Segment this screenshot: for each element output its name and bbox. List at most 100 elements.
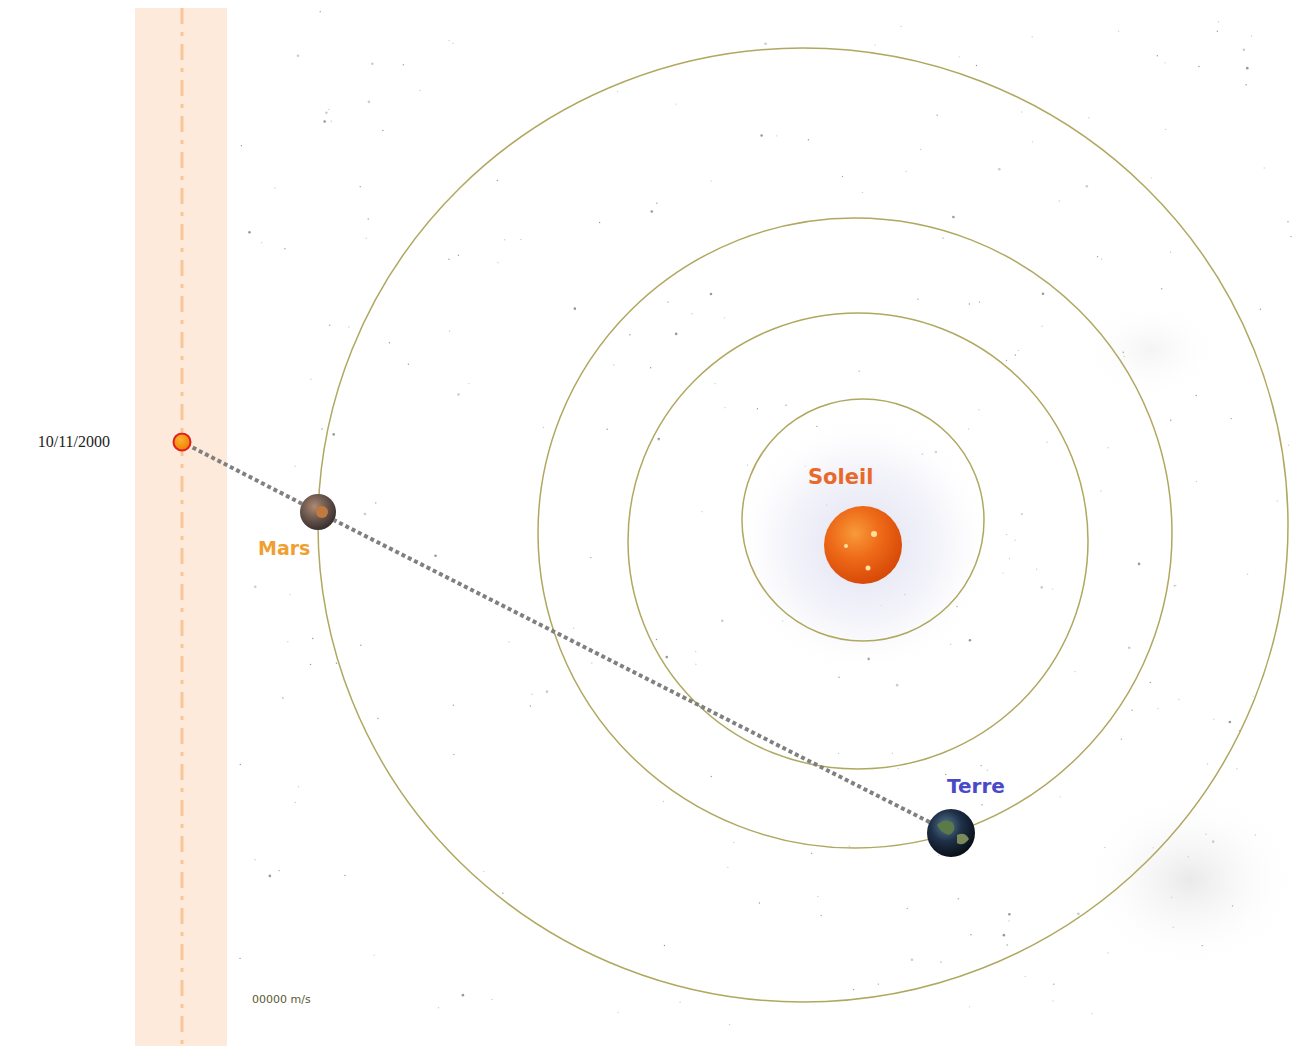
- star: [650, 210, 653, 213]
- star: [729, 1024, 730, 1025]
- star: [289, 594, 290, 595]
- star: [1107, 952, 1108, 953]
- star: [462, 994, 465, 997]
- star: [543, 427, 544, 428]
- star: [1052, 1000, 1053, 1001]
- mars-position-marker-disc: [174, 434, 191, 451]
- star: [1025, 976, 1026, 977]
- star: [348, 326, 349, 327]
- star: [969, 1006, 970, 1007]
- star: [531, 693, 532, 694]
- sun-disc: [824, 506, 902, 584]
- star: [1042, 292, 1045, 295]
- star: [675, 333, 678, 336]
- star: [1086, 185, 1089, 188]
- star: [468, 383, 469, 384]
- star: [665, 656, 668, 659]
- star: [1198, 66, 1199, 67]
- star: [1231, 418, 1232, 419]
- star: [858, 370, 859, 371]
- star: [656, 639, 657, 640]
- star: [1196, 481, 1197, 482]
- star: [1009, 558, 1010, 559]
- star: [808, 139, 809, 140]
- star: [1251, 35, 1252, 36]
- star: [959, 56, 960, 57]
- star: [760, 134, 763, 137]
- solar-spot: [844, 544, 848, 548]
- star: [1123, 352, 1124, 353]
- star: [759, 902, 760, 903]
- star: [664, 945, 665, 946]
- star: [297, 54, 300, 57]
- star: [312, 638, 313, 639]
- star: [320, 11, 321, 12]
- star: [1151, 177, 1152, 178]
- star: [325, 111, 328, 114]
- star: [497, 180, 498, 181]
- star: [979, 301, 980, 302]
- star: [663, 801, 664, 802]
- star: [1046, 441, 1047, 442]
- star: [287, 641, 288, 642]
- time-axis: [181, 8, 184, 1046]
- star: [1018, 350, 1019, 351]
- star: [389, 342, 390, 343]
- planet-earth-disc: [927, 809, 975, 857]
- star: [371, 62, 374, 65]
- star: [958, 898, 959, 899]
- star: [1161, 288, 1162, 289]
- star: [898, 768, 899, 769]
- star: [838, 677, 839, 678]
- star: [458, 255, 459, 256]
- star: [323, 120, 326, 123]
- star: [968, 428, 969, 429]
- star: [1174, 585, 1175, 586]
- star: [849, 846, 850, 847]
- star: [969, 639, 972, 642]
- star: [364, 513, 367, 516]
- mars-position-marker-shape: [172, 432, 192, 452]
- star: [711, 180, 712, 181]
- mars-position-marker: 10/11/2000: [172, 432, 192, 452]
- star: [945, 774, 946, 775]
- star: [282, 697, 283, 698]
- star: [1196, 395, 1197, 396]
- star: [1164, 62, 1165, 63]
- star: [917, 298, 918, 299]
- star: [906, 908, 907, 909]
- star: [1014, 539, 1015, 540]
- star: [360, 645, 361, 646]
- star: [269, 875, 272, 878]
- venus-orbit: [628, 313, 1088, 769]
- time-band: [135, 8, 227, 1046]
- star: [691, 313, 692, 314]
- star: [714, 383, 715, 384]
- star: [978, 409, 979, 410]
- star: [724, 407, 725, 408]
- star: [1138, 563, 1141, 566]
- star: [1207, 763, 1208, 764]
- star: [1247, 574, 1248, 575]
- star: [940, 961, 941, 962]
- star: [1121, 738, 1122, 739]
- stars: [239, 11, 1291, 1025]
- star: [1118, 30, 1119, 31]
- sun: Soleil: [824, 506, 902, 584]
- planet-earth-shape: [927, 809, 975, 857]
- star: [938, 855, 939, 856]
- star: [764, 42, 767, 45]
- star: [1036, 568, 1037, 569]
- star: [520, 239, 521, 240]
- star: [679, 1001, 680, 1002]
- star: [240, 764, 241, 765]
- star: [284, 248, 285, 249]
- star: [980, 765, 981, 766]
- star: [1100, 490, 1101, 491]
- star: [1021, 513, 1022, 514]
- star: [332, 433, 335, 436]
- star: [328, 109, 329, 110]
- star: [1288, 445, 1289, 446]
- star: [667, 301, 668, 302]
